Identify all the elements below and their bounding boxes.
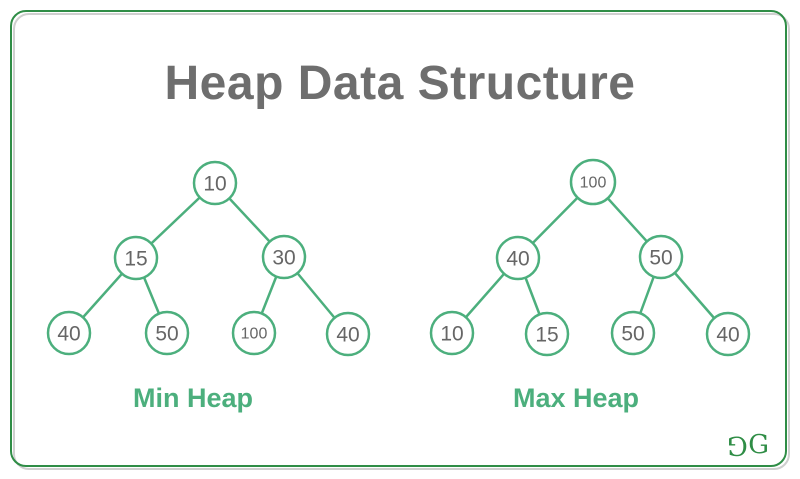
node-circle xyxy=(46,310,92,356)
node-circle xyxy=(429,310,475,356)
node-circle xyxy=(705,311,751,357)
tree-node: 40 xyxy=(46,310,92,356)
node-value: 100 xyxy=(580,175,607,192)
node-circle xyxy=(113,235,159,281)
node-circle xyxy=(144,310,190,356)
node-circle xyxy=(231,310,277,356)
node-value: 30 xyxy=(272,246,295,269)
node-value: 15 xyxy=(535,323,558,346)
node-circle xyxy=(261,234,307,280)
tree-node: 10 xyxy=(192,160,238,206)
card-border xyxy=(10,10,787,467)
node-value: 40 xyxy=(506,247,529,270)
tree-node: 15 xyxy=(113,235,159,281)
node-value: 50 xyxy=(155,322,178,345)
node-circle xyxy=(524,311,570,357)
node-value: 10 xyxy=(203,172,226,195)
tree-node: 10 xyxy=(429,310,475,356)
tree-node: 100 xyxy=(569,158,617,206)
tree-node: 100 xyxy=(231,310,277,356)
max-heap-label: Max Heap xyxy=(512,383,640,413)
geeksforgeeks-logo: GG xyxy=(728,430,769,460)
max-heap-tree: 100 40 50 10 15 50 40 xyxy=(429,158,751,357)
node-value: 50 xyxy=(621,322,644,345)
node-value: 10 xyxy=(440,322,463,345)
node-circle xyxy=(325,311,371,357)
node-value: 50 xyxy=(649,246,672,269)
tree-node: 40 xyxy=(495,235,541,281)
page-title: Heap Data Structure xyxy=(164,57,636,111)
node-circle xyxy=(495,235,541,281)
logo-g-reversed-glyph: G xyxy=(728,430,749,460)
node-circle xyxy=(638,234,684,280)
node-value: 40 xyxy=(716,323,739,346)
min-heap-tree: 10 15 30 40 50 100 40 xyxy=(46,160,371,357)
tree-node: 15 xyxy=(524,311,570,357)
tree-node: 30 xyxy=(261,234,307,280)
logo-g-glyph: G xyxy=(748,430,769,460)
tree-node: 40 xyxy=(325,311,371,357)
node-circle xyxy=(192,160,238,206)
node-value: 40 xyxy=(336,323,359,346)
node-circle xyxy=(569,158,617,206)
min-heap-label: Min Heap xyxy=(132,383,254,413)
node-value: 15 xyxy=(124,247,147,270)
node-circle xyxy=(610,310,656,356)
card-shadow-outline xyxy=(13,13,790,470)
tree-node: 40 xyxy=(705,311,751,357)
tree-node: 50 xyxy=(610,310,656,356)
tree-node: 50 xyxy=(144,310,190,356)
node-value: 40 xyxy=(57,322,80,345)
node-value: 100 xyxy=(241,326,268,343)
tree-node: 50 xyxy=(638,234,684,280)
